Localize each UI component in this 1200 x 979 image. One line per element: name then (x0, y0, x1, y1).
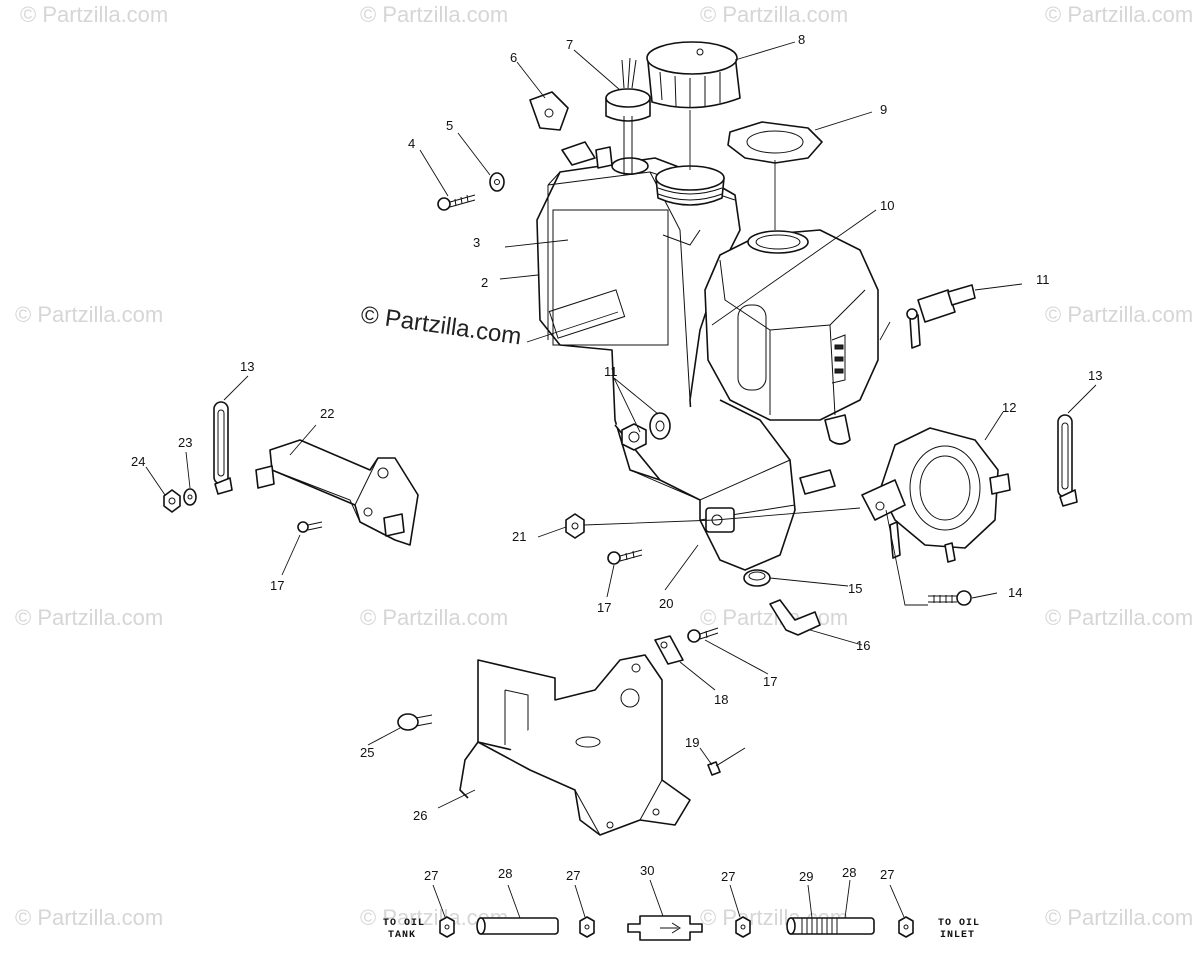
callout-number: 24 (131, 454, 145, 469)
screw[interactable] (437, 194, 476, 211)
leader-lines (145, 41, 1097, 919)
to-oil-tank-label: TO OIL (383, 918, 425, 929)
hex-nut[interactable] (163, 489, 181, 513)
callout-number: 9 (880, 102, 887, 117)
clip[interactable] (529, 91, 569, 131)
callout-number: 23 (178, 435, 192, 450)
callout-number: 3 (473, 235, 480, 250)
hose-clip[interactable] (439, 916, 455, 938)
shutoff-valve[interactable] (906, 284, 976, 349)
oil-pump[interactable] (861, 427, 1011, 563)
watermark-center: © Partzilla.com (359, 301, 523, 350)
cable-tie[interactable] (707, 747, 746, 776)
washer[interactable] (489, 172, 505, 192)
callout-number: 30 (640, 863, 654, 878)
inline-filter[interactable] (627, 915, 703, 941)
callout-number: 27 (424, 868, 438, 883)
callout-number: 15 (848, 581, 862, 596)
to-oil-tank-label: TANK (388, 930, 416, 941)
to-oil-inlet-label: INLET (940, 930, 975, 941)
oil-hose[interactable] (476, 917, 559, 935)
nut-washer[interactable] (621, 412, 671, 451)
mount-bracket[interactable] (255, 439, 419, 546)
hose-clip[interactable] (579, 916, 595, 938)
oil-hose-spring[interactable] (786, 917, 875, 935)
screw[interactable] (687, 627, 719, 643)
callout-number: 17 (597, 600, 611, 615)
callout-number: 5 (446, 118, 453, 133)
watermark: © Partzilla.com (1045, 302, 1193, 327)
grommet[interactable] (743, 569, 771, 587)
watermark: © Partzilla.com (20, 2, 168, 27)
screw[interactable] (607, 549, 643, 565)
flange-bolt[interactable] (397, 713, 433, 731)
screw[interactable] (297, 521, 323, 533)
hose-clamp-left[interactable] (213, 401, 233, 495)
callout-numbers: 2 3 4 5 6 7 8 9 10 11 11 12 13 13 14 15 … (131, 32, 1102, 884)
callout-number: 11 (604, 364, 618, 379)
callout-number: 22 (320, 406, 334, 421)
screw[interactable] (928, 590, 972, 606)
callout-number: 11 (1036, 272, 1050, 287)
hose-clip[interactable] (735, 916, 751, 938)
callout-number: 27 (880, 867, 894, 882)
tank-tab (561, 141, 613, 169)
cap-gasket[interactable] (727, 121, 823, 164)
callout-number: 13 (240, 359, 254, 374)
callout-number: 21 (512, 529, 526, 544)
callout-number: 27 (721, 869, 735, 884)
watermark: © Partzilla.com (1045, 2, 1193, 27)
hose-clamp-right[interactable] (1057, 414, 1078, 507)
callout-number: 20 (659, 596, 673, 611)
callout-number: 28 (498, 866, 512, 881)
level-sender[interactable] (605, 57, 651, 175)
callout-number: 7 (566, 37, 573, 52)
watermark: © Partzilla.com (15, 905, 163, 930)
callout-number: 26 (413, 808, 427, 823)
mounting-plate[interactable] (459, 654, 691, 836)
callout-number: 19 (685, 735, 699, 750)
watermark: © Partzilla.com (15, 605, 163, 630)
watermark: © Partzilla.com (1045, 605, 1193, 630)
oil-reservoir[interactable] (704, 229, 879, 445)
callout-number: 16 (856, 638, 870, 653)
to-oil-inlet-label: TO OIL (938, 918, 980, 929)
callout-number: 17 (270, 578, 284, 593)
tab[interactable] (654, 635, 684, 665)
callout-number: 8 (798, 32, 805, 47)
hose-labels: TO OIL TANK TO OIL INLET (383, 918, 980, 941)
callout-number: 4 (408, 136, 415, 151)
hose-clip[interactable] (898, 916, 914, 938)
watermark: © Partzilla.com (1045, 905, 1193, 930)
elbow-fitting[interactable] (769, 599, 821, 636)
callout-number: 14 (1008, 585, 1022, 600)
callout-number: 18 (714, 692, 728, 707)
filler-cap[interactable] (646, 41, 741, 109)
callout-number: 17 (763, 674, 777, 689)
callout-number: 2 (481, 275, 488, 290)
callout-number: 12 (1002, 400, 1016, 415)
callout-number: 10 (880, 198, 894, 213)
callout-number: 25 (360, 745, 374, 760)
watermark: © Partzilla.com (360, 605, 508, 630)
callout-number: 27 (566, 868, 580, 883)
callout-number: 29 (799, 869, 813, 884)
hex-nut[interactable] (565, 513, 585, 539)
watermark: © Partzilla.com (360, 2, 508, 27)
watermark: © Partzilla.com (700, 2, 848, 27)
watermark: © Partzilla.com (15, 302, 163, 327)
washer[interactable] (183, 488, 197, 506)
callout-number: 6 (510, 50, 517, 65)
callout-number: 13 (1088, 368, 1102, 383)
callout-number: 28 (842, 865, 856, 880)
tank-bracket[interactable] (614, 399, 836, 571)
